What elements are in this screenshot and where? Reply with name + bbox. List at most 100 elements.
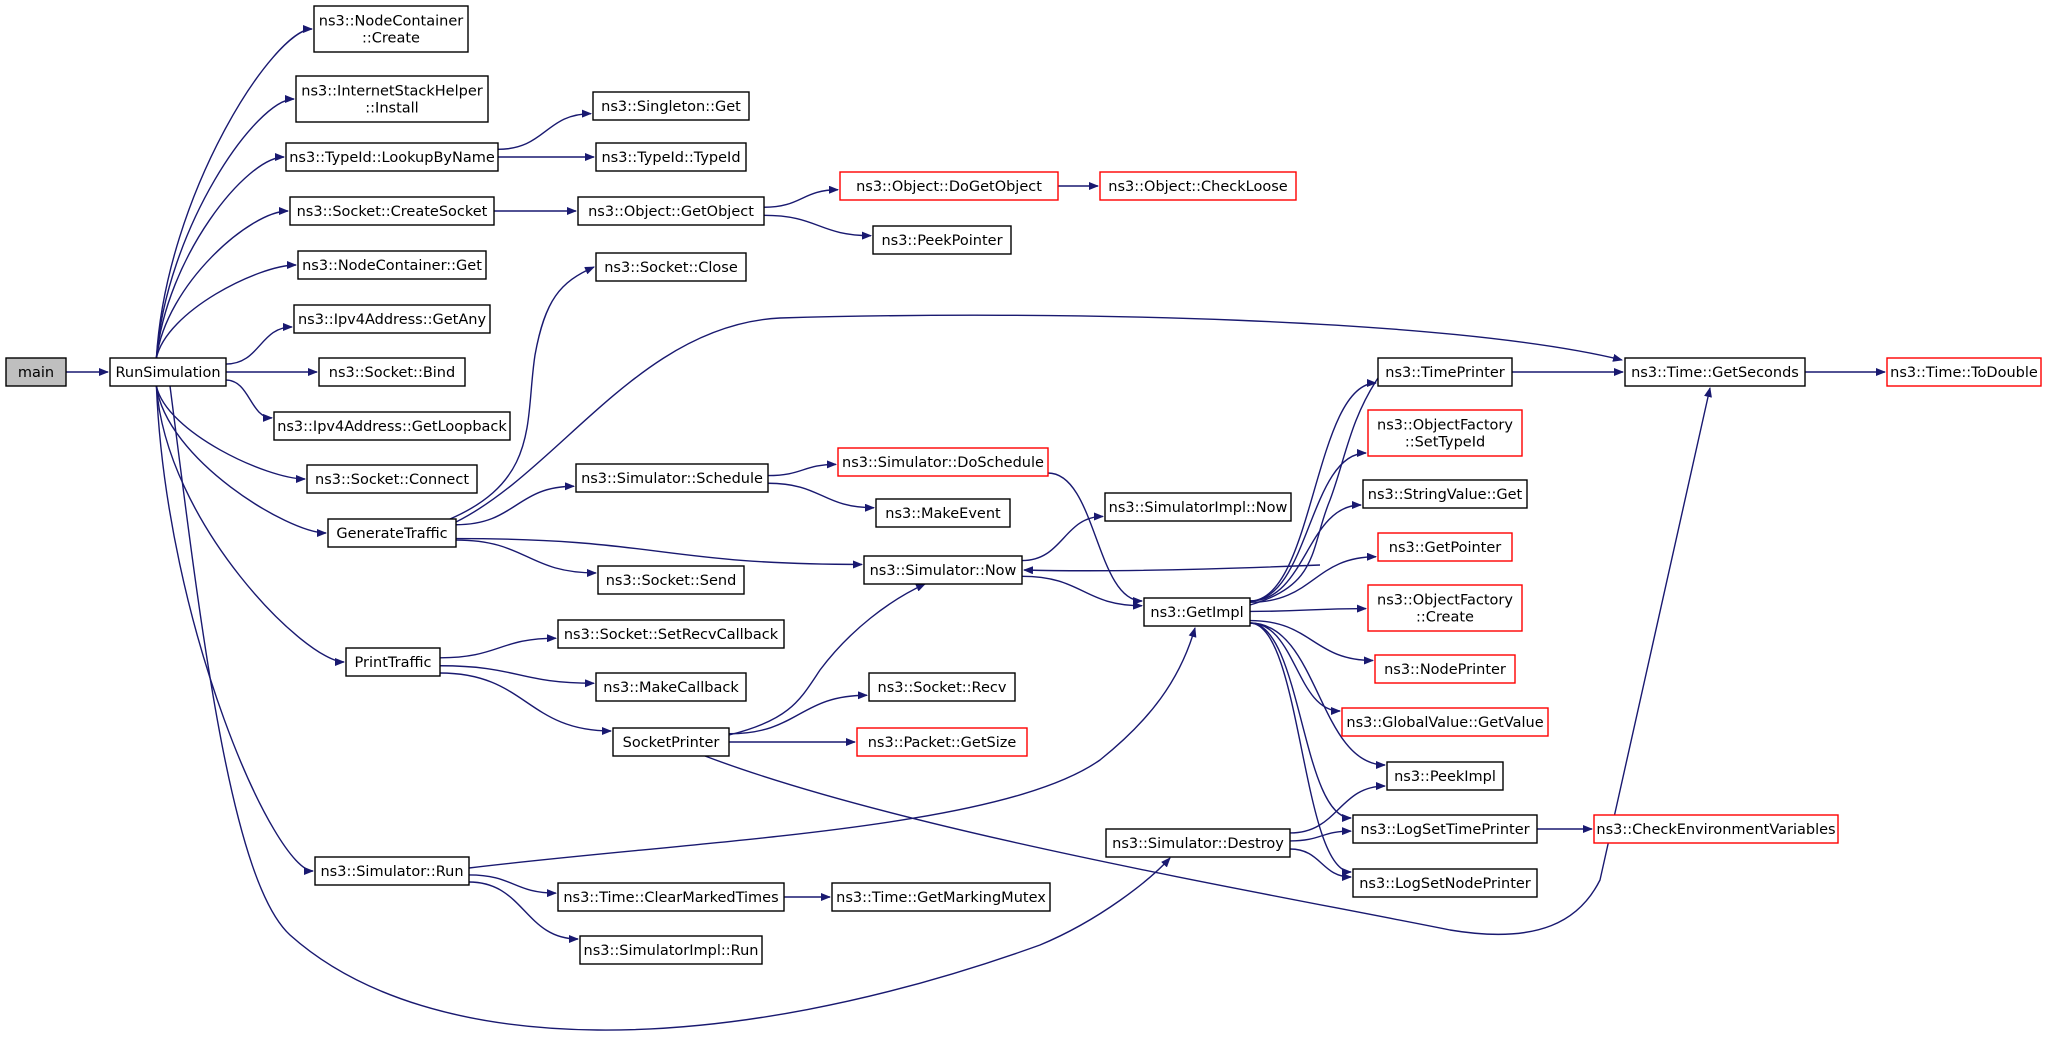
node-SocketPrinter[interactable]: SocketPrinter (612, 727, 730, 757)
node-label: ns3::CheckEnvironmentVariables (1596, 822, 1835, 838)
edge-SimulatorRun-to-SimulatorImplRun (468, 881, 579, 943)
node-box (5, 357, 67, 387)
node-RunSimulation[interactable]: RunSimulation (109, 357, 227, 387)
node-box (872, 225, 1012, 255)
node-GetImpl[interactable]: ns3::GetImpl (1143, 597, 1251, 627)
node-StringValueGet[interactable]: ns3::StringValue::Get (1362, 479, 1528, 509)
node-label: ns3::ObjectFactory (1377, 418, 1513, 434)
node-SocketBind[interactable]: ns3::Socket::Bind (318, 357, 466, 387)
node-label: ns3::GetPointer (1389, 540, 1502, 556)
node-TimePrinter[interactable]: ns3::TimePrinter (1377, 357, 1513, 387)
node-PrintTraffic[interactable]: PrintTraffic (345, 647, 441, 677)
node-PacketGetSize[interactable]: ns3::Packet::GetSize (856, 727, 1028, 757)
node-SocketRecv[interactable]: ns3::Socket::Recv (868, 672, 1016, 702)
node-SimulatorRun[interactable]: ns3::Simulator::Run (314, 856, 470, 886)
node-SocketSend[interactable]: ns3::Socket::Send (597, 565, 745, 595)
edge-RunSimulation-to-Ipv4AddressGetAny (225, 322, 293, 365)
node-box (345, 647, 441, 677)
node-TimeGetMarkingMutex[interactable]: ns3::Time::GetMarkingMutex (831, 882, 1051, 912)
node-box (1099, 171, 1297, 201)
edge-RunSimulation-to-NodeContainerCreate (155, 25, 313, 359)
node-label: ns3::GlobalValue::GetValue (1346, 715, 1543, 731)
node-label: PrintTraffic (355, 655, 432, 671)
node-box (1624, 357, 1806, 387)
node-label: ns3::Socket::SetRecvCallback (564, 627, 779, 643)
node-PeekPointer[interactable]: ns3::PeekPointer (872, 225, 1012, 255)
node-label: ns3::Simulator::Run (320, 864, 463, 880)
node-GetPointer[interactable]: ns3::GetPointer (1377, 532, 1513, 562)
node-TimeClearMarkedTimes[interactable]: ns3::Time::ClearMarkedTimes (557, 882, 785, 912)
edge-RunSimulation-to-SocketConnect (155, 385, 306, 483)
node-label: ns3::Time::ToDouble (1890, 365, 2038, 381)
node-ObjectFactorySetTypeId[interactable]: ns3::ObjectFactory::SetTypeId (1367, 409, 1523, 457)
node-NodePrinter[interactable]: ns3::NodePrinter (1374, 654, 1516, 684)
node-label: ns3::TypeId::TypeId (601, 150, 740, 166)
node-box (577, 196, 765, 226)
node-box (595, 252, 747, 282)
node-Ipv4AddressGetAny[interactable]: ns3::Ipv4Address::GetAny (293, 304, 491, 334)
node-MakeCallback[interactable]: ns3::MakeCallback (595, 672, 747, 702)
node-TypeIdLookupByName[interactable]: ns3::TypeId::LookupByName (285, 142, 499, 172)
node-GenerateTraffic[interactable]: GenerateTraffic (327, 518, 457, 548)
edge-GenerateTraffic-to-SimulatorNow (455, 537, 863, 569)
node-box (289, 196, 495, 226)
node-NodeContainerGet[interactable]: ns3::NodeContainer::Get (297, 250, 487, 280)
node-ObjectDoGetObject[interactable]: ns3::Object::DoGetObject (839, 171, 1059, 201)
edge-RunSimulation-to-Ipv4AddressGetLoopback (225, 379, 273, 422)
node-TimeGetSeconds[interactable]: ns3::Time::GetSeconds (1624, 357, 1806, 387)
edge-TypeIdLookupByName-to-SingletonGet (497, 109, 592, 151)
edge-SimulatorRun-to-TimeClearMarkedTimes (468, 874, 557, 898)
node-label: ::SetTypeId (1405, 435, 1485, 451)
node-SocketClose[interactable]: ns3::Socket::Close (595, 252, 747, 282)
node-box (318, 357, 466, 387)
node-label: GenerateTraffic (336, 526, 447, 542)
node-label: ns3::Simulator::Schedule (581, 471, 763, 487)
node-SocketConnect[interactable]: ns3::Socket::Connect (306, 464, 478, 494)
edge-GetImpl-to-GetPointer (1249, 552, 1377, 603)
node-SimulatorImplRun[interactable]: ns3::SimulatorImpl::Run (579, 935, 763, 965)
node-SingletonGet[interactable]: ns3::Singleton::Get (592, 91, 750, 121)
node-LogSetNodePrinter[interactable]: ns3::LogSetNodePrinter (1352, 868, 1538, 898)
node-TypeIdTypeId[interactable]: ns3::TypeId::TypeId (595, 142, 747, 172)
node-label: ns3::MakeCallback (603, 680, 739, 696)
node-GlobalValueGetValue[interactable]: ns3::GlobalValue::GetValue (1341, 707, 1549, 737)
node-SimulatorSchedule[interactable]: ns3::Simulator::Schedule (575, 463, 769, 493)
node-box (557, 882, 785, 912)
node-label: ::Create (1416, 610, 1474, 626)
node-label: ns3::PeekPointer (881, 233, 1002, 249)
node-SocketSetRecvCallback[interactable]: ns3::Socket::SetRecvCallback (557, 619, 785, 649)
node-box (1362, 479, 1528, 509)
edge-SimulatorDoSchedule-to-GetImpl (1047, 472, 1143, 605)
node-ObjectCheckLoose[interactable]: ns3::Object::CheckLoose (1099, 171, 1297, 201)
node-SimulatorNow[interactable]: ns3::Simulator::Now (863, 555, 1023, 585)
node-label: ns3::Object::DoGetObject (856, 179, 1042, 195)
node-main[interactable]: main (5, 357, 67, 387)
node-label: ns3::Packet::GetSize (868, 735, 1017, 751)
node-MakeEvent[interactable]: ns3::MakeEvent (875, 498, 1011, 528)
node-ObjectGetObject[interactable]: ns3::Object::GetObject (577, 196, 765, 226)
nodes-layer: main RunSimulation ns3::NodeContainer::Cre… (5, 5, 2042, 965)
node-label: ns3::Simulator::Now (870, 563, 1017, 579)
edge-SimulatorSchedule-to-MakeEvent (767, 482, 875, 512)
edge-SocketPrinter-to-SimulatorNow (728, 583, 926, 736)
node-InternetStackHelperInstall[interactable]: ns3::InternetStackHelper::Install (295, 75, 489, 123)
node-box (1104, 492, 1292, 522)
node-box (856, 727, 1028, 757)
node-ObjectFactoryCreate[interactable]: ns3::ObjectFactory::Create (1367, 584, 1523, 632)
node-PeekImpl[interactable]: ns3::PeekImpl (1386, 761, 1504, 791)
node-label: ns3::NodePrinter (1384, 662, 1506, 678)
node-NodeContainerCreate[interactable]: ns3::NodeContainer::Create (313, 5, 469, 53)
node-TimeToDouble[interactable]: ns3::Time::ToDouble (1886, 357, 2042, 387)
node-SimulatorDestroy[interactable]: ns3::Simulator::Destroy (1105, 828, 1291, 858)
edges-layer (66, 25, 1886, 1031)
node-SimulatorImplNow[interactable]: ns3::SimulatorImpl::Now (1104, 492, 1292, 522)
node-CheckEnvironmentVariables[interactable]: ns3::CheckEnvironmentVariables (1593, 814, 1839, 844)
node-SimulatorDoSchedule[interactable]: ns3::Simulator::DoSchedule (837, 447, 1049, 477)
edge-RunSimulation-to-InternetStackHelperInstall (155, 95, 295, 359)
node-label: ns3::ObjectFactory (1377, 593, 1513, 609)
node-SocketCreateSocket[interactable]: ns3::Socket::CreateSocket (289, 196, 495, 226)
node-Ipv4AddressGetLoopback[interactable]: ns3::Ipv4Address::GetLoopback (273, 411, 511, 441)
node-LogSetTimePrinter[interactable]: ns3::LogSetTimePrinter (1352, 814, 1538, 844)
edge-RunSimulation-to-NodeContainerGet (155, 261, 297, 359)
